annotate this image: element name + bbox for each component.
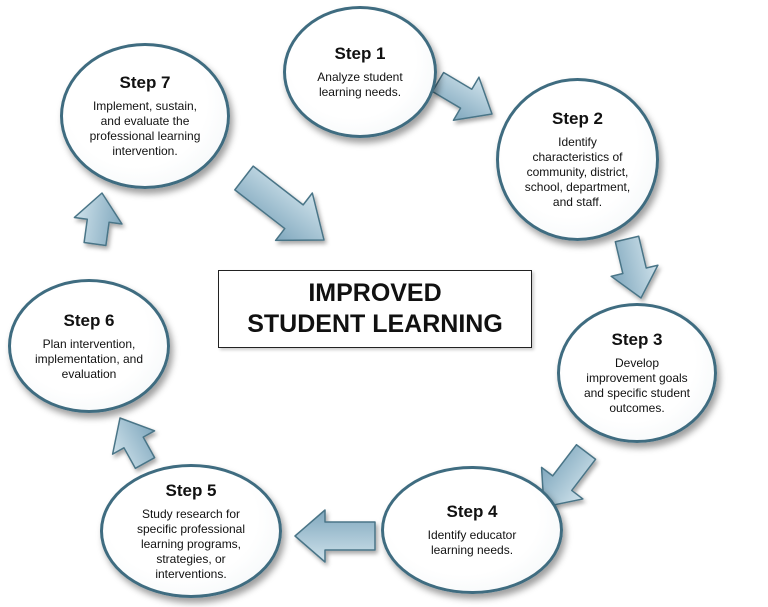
step-6-description: Plan intervention, implementation, and e… (34, 336, 144, 381)
step-2-circle: Step 2 Identify characteristics of commu… (496, 78, 659, 241)
step-7-circle: Step 7 Implement, sustain, and evaluate … (60, 43, 230, 189)
step-4-title: Step 4 (446, 502, 498, 521)
arrow-step5-to-step6 (111, 417, 156, 470)
step-5-title: Step 5 (165, 480, 217, 500)
arrow-step1-to-step2 (431, 71, 493, 121)
step-7-title: Step 7 (119, 73, 171, 92)
step-1-description: Analyze student learning needs. (317, 70, 403, 99)
step-1-circle: Step 1 Analyze student learning needs. (283, 6, 437, 138)
arrow-step6-to-step7 (73, 192, 123, 247)
step-3-title: Step 3 (611, 330, 663, 349)
arrow-step3-to-step4 (540, 443, 597, 508)
step-2-description: Identify characteristics of community, d… (524, 135, 631, 209)
arrow-step4-to-step5 (294, 509, 376, 563)
step-3-description: Develop improvement goals and specific s… (583, 356, 691, 415)
step-4-circle: Step 4 Identify educator learning needs. (381, 466, 563, 594)
center-title-line-1: IMPROVED (308, 279, 442, 307)
center-outcome-box: IMPROVED STUDENT LEARNING (218, 270, 532, 348)
step-5-description: Study research for specific professional… (136, 506, 246, 581)
center-title-line-2: STUDENT LEARNING (247, 310, 503, 338)
step-7-description: Implement, sustain, and evaluate the pro… (89, 99, 201, 158)
step-3-circle: Step 3 Develop improvement goals and spe… (557, 303, 717, 443)
step-4-description: Identify educator learning needs. (427, 528, 517, 557)
step-2-title: Step 2 (551, 109, 604, 128)
step-6-title: Step 6 (63, 310, 115, 330)
step-1-title: Step 1 (334, 44, 386, 63)
arrow-step7-to-center (234, 165, 325, 242)
step-5-circle: Step 5 Study research for specific profe… (100, 464, 282, 598)
arrow-step2-to-step3 (610, 235, 659, 299)
step-6-circle: Step 6 Plan intervention, implementation… (8, 279, 170, 413)
